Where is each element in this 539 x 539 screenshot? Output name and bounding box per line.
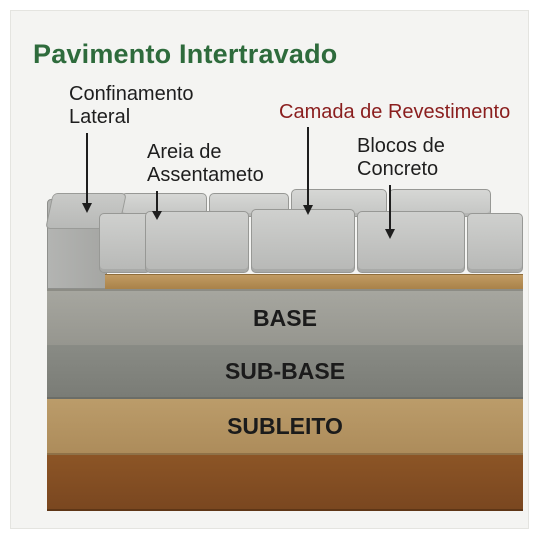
label-areia-assentamento: Areia de Assentameto	[147, 141, 264, 187]
label-areia-line2: Assentameto	[147, 164, 264, 186]
annotation-arrows	[82, 127, 395, 239]
diagram-title: Pavimento Intertravado	[33, 39, 338, 69]
subleito-layer: SUBLEITO	[47, 399, 523, 455]
arrowhead-areia	[152, 211, 162, 220]
paver-block	[467, 213, 523, 273]
label-blocos-line2: Concreto	[357, 158, 439, 180]
subbase-layer-label: SUB-BASE	[224, 357, 346, 384]
paver-block	[145, 211, 249, 273]
label-blocos-line1: Blocos de	[357, 135, 445, 157]
arrowhead-camada	[303, 205, 313, 215]
base-layer: BASE	[47, 289, 523, 347]
paver-block	[99, 213, 151, 273]
soil-layer	[47, 455, 523, 511]
paver-block	[251, 209, 355, 273]
label-confinamento-line1: Confinamento	[69, 83, 194, 105]
sand-bed-layer	[105, 274, 523, 289]
diagram-frame: Pavimento Intertravado Confinamento Late…	[10, 10, 529, 529]
label-confinamento-line2: Lateral	[69, 106, 131, 128]
label-blocos-concreto: Blocos de Concreto	[357, 135, 445, 181]
subbase-layer: SUB-BASE	[47, 345, 523, 399]
subleito-layer-label: SUBLEITO	[227, 412, 343, 439]
label-camada-revestimento: Camada de Revestimento	[279, 101, 511, 123]
arrowhead-confinamento	[82, 203, 92, 213]
arrowhead-blocos	[385, 229, 395, 239]
label-areia-line1: Areia de	[147, 141, 222, 163]
base-layer-label: BASE	[253, 304, 317, 331]
paver-block	[357, 211, 465, 273]
label-confinamento-lateral: Confinamento Lateral	[69, 83, 194, 129]
